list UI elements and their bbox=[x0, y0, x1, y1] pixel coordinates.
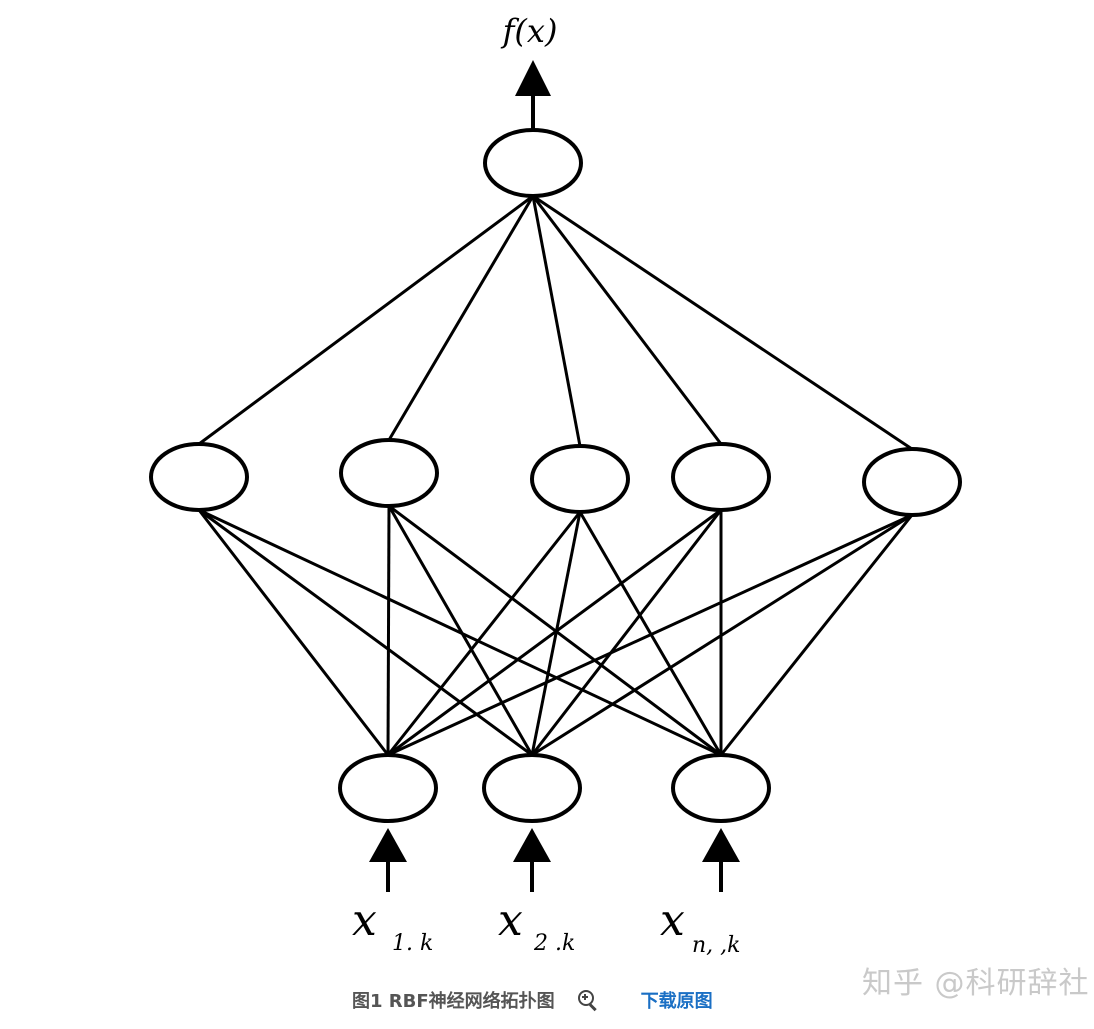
edge-input-3-to-hidden-5 bbox=[719, 514, 914, 756]
download-original-link[interactable]: 下载原图 bbox=[640, 991, 713, 1012]
edge-input-2-to-hidden-2 bbox=[387, 505, 534, 756]
figure-caption: 图1 RBF神经网络拓扑图 下载原图 bbox=[352, 985, 713, 1015]
input-label-1-base: x bbox=[352, 895, 377, 946]
input-label-3: x n, ,k bbox=[660, 895, 740, 958]
watermark: 知乎 @科研辞社 bbox=[862, 966, 1090, 1001]
edge-hidden-3-to-output bbox=[531, 195, 582, 447]
hidden-node-4 bbox=[671, 442, 771, 512]
edge-input-1-to-hidden-4 bbox=[387, 508, 722, 757]
edge-input-2-to-hidden-4 bbox=[530, 509, 723, 756]
output-label: f(x) bbox=[501, 12, 558, 50]
edge-input-3-to-hidden-2 bbox=[388, 504, 722, 757]
input-label-2-base: x bbox=[498, 895, 523, 946]
edge-hidden-4-to-output bbox=[531, 195, 723, 445]
edge-input-1-to-hidden-2 bbox=[386, 505, 391, 756]
network-arrows bbox=[369, 60, 740, 892]
zoom-in-icon[interactable] bbox=[577, 989, 599, 1012]
input-arrow-1-head bbox=[369, 828, 407, 862]
input-node-2 bbox=[482, 753, 582, 823]
hidden-node-2 bbox=[339, 438, 439, 508]
hidden-node-5 bbox=[862, 447, 962, 517]
edge-input-2-to-hidden-1 bbox=[198, 508, 533, 757]
input-label-2-subscript: 2 .k bbox=[533, 931, 575, 956]
output-arrow-head bbox=[515, 60, 551, 96]
network-edges bbox=[197, 194, 914, 757]
input-node-3 bbox=[671, 753, 771, 823]
input-label-3-base: x bbox=[660, 895, 685, 946]
edge-input-3-to-hidden-1 bbox=[198, 508, 722, 757]
input-label-1-subscript: 1. k bbox=[392, 931, 433, 956]
input-label-2: x 2 .k bbox=[498, 895, 575, 956]
input-label-1: x 1. k bbox=[352, 895, 433, 956]
hidden-node-1 bbox=[149, 442, 249, 512]
edge-input-1-to-hidden-3 bbox=[386, 511, 582, 756]
edge-input-3-to-hidden-3 bbox=[578, 511, 723, 756]
input-label-3-subscript: n, ,k bbox=[692, 933, 740, 958]
edge-input-1-to-hidden-1 bbox=[197, 509, 390, 756]
network-nodes bbox=[149, 128, 962, 823]
edge-hidden-1-to-output bbox=[198, 194, 534, 446]
figure-caption-text: 图1 RBF神经网络拓扑图 bbox=[352, 991, 555, 1012]
hidden-node-3 bbox=[530, 444, 630, 514]
input-node-1 bbox=[338, 753, 438, 823]
edge-hidden-5-to-output bbox=[532, 194, 913, 451]
edge-hidden-2-to-output bbox=[387, 195, 535, 441]
edge-input-2-to-hidden-3 bbox=[530, 511, 582, 756]
input-arrow-2-head bbox=[513, 828, 551, 862]
input-arrow-3-head bbox=[702, 828, 740, 862]
output-node bbox=[483, 128, 583, 198]
